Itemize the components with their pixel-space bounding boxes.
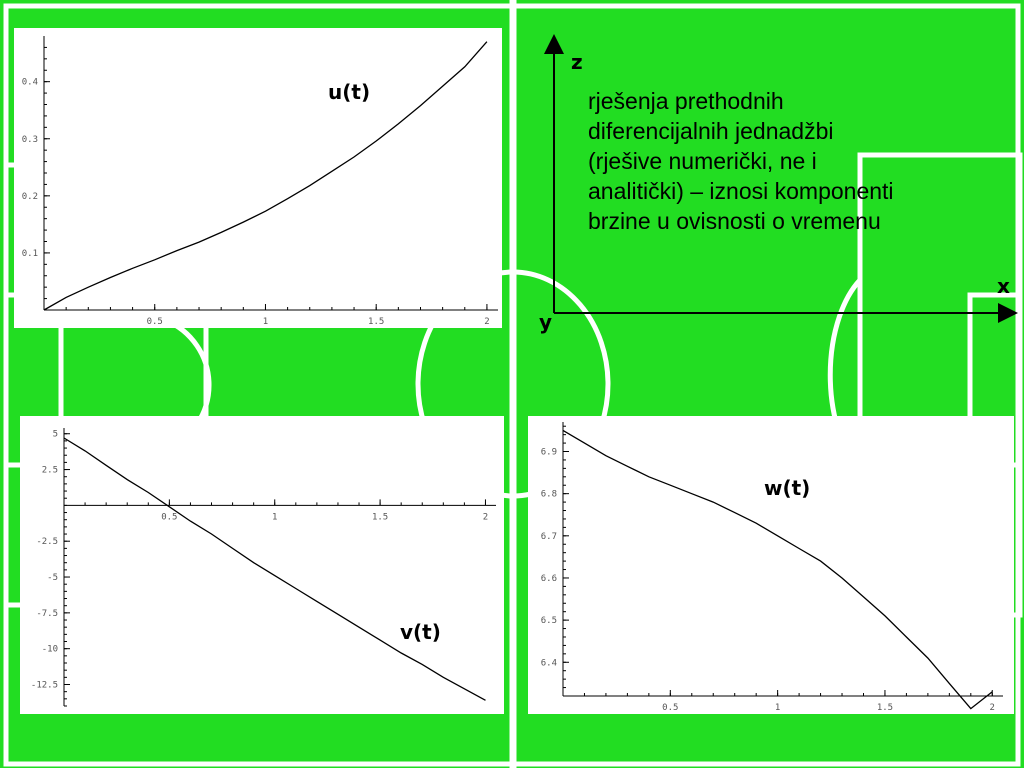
axis-label-y: y bbox=[539, 310, 553, 334]
axis-label-z: z bbox=[571, 50, 583, 74]
chart-u: 0.5 1 1.5 2 0.1 0.2 0.3 0.4 bbox=[22, 36, 498, 327]
caption-line: analitički) – iznosi komponenti bbox=[588, 178, 894, 204]
x-tick-label: 2 bbox=[483, 512, 488, 522]
caption-line: (rješive numerički, ne i bbox=[588, 148, 817, 174]
y-tick-label: 0.4 bbox=[22, 78, 38, 88]
y-tick-label: 6.7 bbox=[541, 532, 557, 542]
curve-label-w: w(t) bbox=[764, 476, 811, 500]
y-tick-label: -7.5 bbox=[36, 609, 58, 619]
curve-label-u: u(t) bbox=[328, 80, 371, 104]
y-tick-label: 0.3 bbox=[22, 135, 38, 145]
chart-panel-v: 0.5 1 1.5 2 5 2.5 -2.5 -5 -7.5 -10 -12.5 v(t) bbox=[20, 416, 504, 714]
series-line-w bbox=[562, 429, 993, 710]
y-tick-label: 0.2 bbox=[22, 192, 38, 202]
caption-line: rješenja prethodnih bbox=[588, 88, 784, 114]
caption-line: diferencijalnih jednadžbi bbox=[588, 118, 834, 144]
y-tick-label: 6.9 bbox=[541, 448, 557, 458]
x-tick-label: 1 bbox=[263, 317, 268, 327]
x-tick-label: 0.5 bbox=[147, 317, 163, 327]
series-line-u bbox=[43, 41, 488, 311]
caption: rješenja prethodnih diferencijalnih jedn… bbox=[588, 86, 988, 236]
x-tick-label: 1.5 bbox=[877, 703, 893, 713]
x-tick-label: 1 bbox=[272, 512, 277, 522]
y-tick-label: 2.5 bbox=[42, 466, 58, 476]
x-tick-label: 2 bbox=[484, 317, 489, 327]
x-tick-label: 0.5 bbox=[662, 703, 678, 713]
x-tick-label: 1.5 bbox=[368, 317, 384, 327]
y-tick-label: 0.1 bbox=[22, 249, 38, 259]
y-tick-label: -5 bbox=[47, 573, 58, 583]
y-tick-label: 6.6 bbox=[541, 574, 557, 584]
axis-label-x: x bbox=[997, 274, 1010, 298]
y-tick-label: -2.5 bbox=[36, 537, 58, 547]
chart-v: 0.5 1 1.5 2 5 2.5 -2.5 -5 -7.5 -10 -12.5 bbox=[31, 428, 496, 707]
x-tick-label: 0.5 bbox=[161, 512, 177, 522]
y-tick-label: 6.8 bbox=[541, 490, 557, 500]
series-line-v bbox=[63, 437, 486, 701]
coordinate-axes bbox=[544, 34, 1018, 323]
y-tick-label: 5 bbox=[53, 430, 58, 440]
caption-line: brzine u ovisnosti o vremenu bbox=[588, 208, 881, 234]
curve-label-v: v(t) bbox=[400, 620, 441, 644]
chart-panel-u: 0.5 1 1.5 2 0.1 0.2 0.3 0.4 u(t) bbox=[14, 28, 502, 328]
chart-w: 0.5 1 1.5 2 6.4 6.5 6.6 6.7 6.8 6.9 bbox=[541, 422, 1003, 713]
chart-panel-w: 0.5 1 1.5 2 6.4 6.5 6.6 6.7 6.8 6.9 w(t) bbox=[528, 416, 1014, 714]
y-tick-label: -12.5 bbox=[31, 681, 58, 691]
x-tick-label: 1.5 bbox=[372, 512, 388, 522]
y-tick-label: 6.4 bbox=[541, 658, 557, 668]
x-tick-label: 1 bbox=[775, 703, 780, 713]
y-tick-label: 6.5 bbox=[541, 616, 557, 626]
y-tick-label: -10 bbox=[42, 645, 58, 655]
x-tick-label: 2 bbox=[990, 703, 995, 713]
